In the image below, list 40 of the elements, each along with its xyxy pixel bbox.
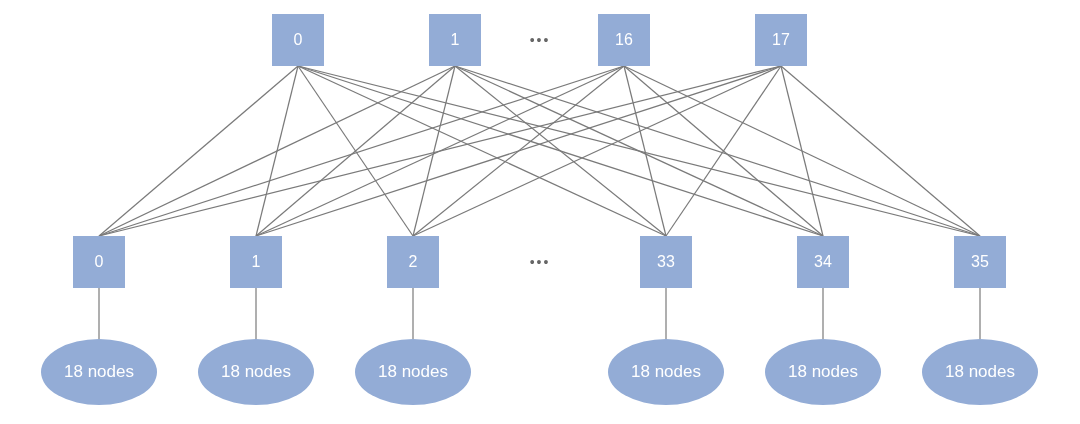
- connector-line: [623, 65, 981, 237]
- connector-line: [454, 65, 667, 237]
- connector-line: [412, 65, 782, 237]
- ellipsis: •••: [529, 33, 551, 47]
- connector-line: [623, 65, 824, 237]
- connector-line: [98, 287, 100, 340]
- switch-box: 1: [230, 236, 282, 288]
- connector-line: [780, 65, 981, 237]
- connector-line: [255, 65, 456, 237]
- connector-line: [979, 287, 981, 340]
- connector-line: [780, 65, 824, 237]
- connector-line: [412, 65, 456, 237]
- connector-line: [255, 287, 257, 340]
- connector-line: [623, 65, 667, 237]
- connector-line: [297, 65, 667, 237]
- connector-line: [665, 65, 782, 237]
- connector-line: [255, 65, 299, 237]
- node-group-ellipse: 18 nodes: [355, 339, 471, 405]
- switch-box: 34: [797, 236, 849, 288]
- connector-line: [297, 65, 414, 237]
- connector-line: [822, 287, 824, 340]
- connector-line: [665, 287, 667, 340]
- connector-line: [412, 65, 625, 237]
- switch-box: 33: [640, 236, 692, 288]
- switch-box: 16: [598, 14, 650, 66]
- node-group-ellipse: 18 nodes: [765, 339, 881, 405]
- switch-box: 17: [755, 14, 807, 66]
- switch-box: 35: [954, 236, 1006, 288]
- connector-line: [412, 287, 414, 340]
- connector-line: [98, 65, 299, 237]
- switch-box: 0: [272, 14, 324, 66]
- switch-box: 0: [73, 236, 125, 288]
- node-group-ellipse: 18 nodes: [922, 339, 1038, 405]
- switch-box: 1: [429, 14, 481, 66]
- node-group-ellipse: 18 nodes: [198, 339, 314, 405]
- connector-line: [454, 65, 824, 237]
- node-group-ellipse: 18 nodes: [608, 339, 724, 405]
- switch-box: 2: [387, 236, 439, 288]
- ellipsis: •••: [529, 255, 551, 269]
- node-group-ellipse: 18 nodes: [41, 339, 157, 405]
